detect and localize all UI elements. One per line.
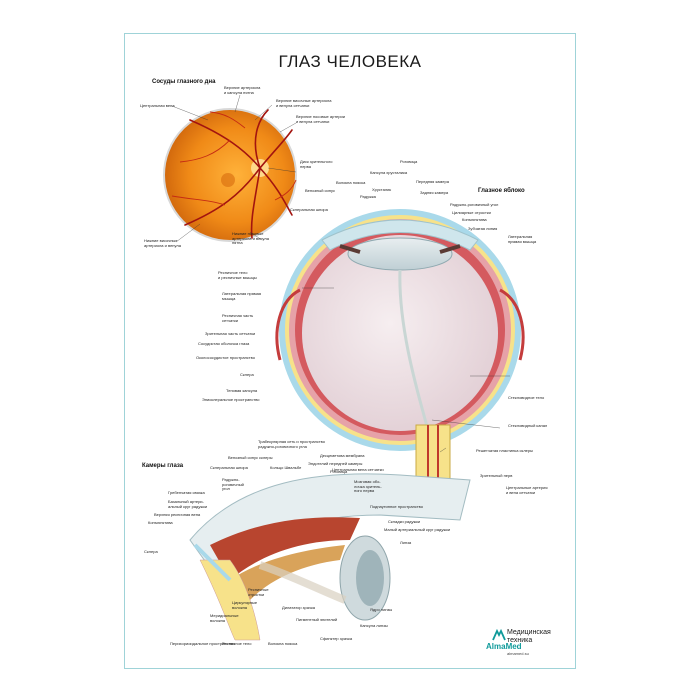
label-ciliary-retina: Ресничная часть сетчатки	[222, 313, 254, 323]
label-episcleral: Эписклеральное пространство	[202, 397, 260, 402]
label-schwalbe: Кольцо Швальбе	[270, 465, 302, 470]
label-upper-rectus-vein: Верхняя ресничная вена	[154, 512, 201, 517]
label-chamber-conjunctiva: Конъюнктива	[148, 520, 173, 525]
label-dilator: Дилататор зрачка	[282, 605, 316, 610]
chambers-illustration	[189, 473, 471, 641]
label-venous-sinus-sclera: Венозный синус склеры	[228, 455, 273, 460]
label-circular-fibers: Циркулярные волокна	[232, 600, 258, 610]
label-scleral-spur: Склеральная шпора	[290, 207, 328, 212]
label-dura: Мозговая обо- лочка зритель- ного нерва	[354, 479, 382, 494]
label-optic-retina: Зрительная часть сетчатки	[205, 331, 256, 336]
label-lens: Хрусталик	[372, 187, 392, 192]
label-descemet: Десцеметова мембрана	[320, 453, 365, 458]
label-basal-circle: Базальный артери- альный круг радужки	[168, 499, 208, 509]
brand-block: Медицинская техника AlmaMed almamed.su	[486, 629, 582, 659]
brand-line1: Медицинская	[507, 629, 551, 636]
label-chamber-ciliary-body: Ресничное тело	[222, 641, 252, 646]
label-anterior-chamber: Передняя камера	[416, 179, 449, 184]
almamed-logo-icon	[492, 629, 506, 641]
label-ora-serrata: Зубчатая линия	[468, 226, 498, 231]
label-lower-nasal: Нижние носовые артериола и венула пятна	[232, 231, 269, 246]
label-lower-temporal: Нижние височные артериола и венула	[144, 238, 181, 248]
label-upper-arteriole-macula: Верхние артериола и капсула пятна	[224, 85, 261, 95]
label-cornea: Роговица	[400, 159, 418, 164]
fundus-illustration	[163, 108, 297, 242]
label-endothelium: Эндотелий передней камеры	[308, 461, 363, 466]
poster-title: ГЛАЗ ЧЕЛОВЕКА	[278, 52, 422, 71]
label-central-artery-vein: Центральные артерия и вена сетчатки	[506, 485, 548, 495]
label-ciliary-processes: Цилиарные отростки	[452, 210, 491, 215]
eyeball-illustration	[275, 209, 525, 501]
label-sclera: Склера	[240, 372, 254, 377]
label-ciliary-body: Ресничное тело и ресничные мышцы	[218, 270, 257, 280]
label-chamber-lens: Линза	[400, 540, 412, 545]
label-lens-nucleus: Ядро линзы	[370, 607, 393, 612]
label-lamina-cribrosa: Решетчатая пластинка склеры	[476, 448, 533, 453]
label-choroid: Сосудистая оболочка глаза	[198, 341, 250, 346]
label-optic-disc: Диск зрительного нерва	[300, 159, 333, 169]
label-upper-nasal: Верхние носовые артерии и венула сетчатк…	[296, 114, 345, 124]
label-hyaloid-canal: Стекловидный канал	[508, 423, 548, 428]
section-fundus: Сосуды глазного дна	[152, 79, 216, 85]
brand-name: AlmaMed	[486, 642, 522, 651]
label-sphincter: Сфинктер зрачка	[320, 636, 353, 641]
section-eyeball: Глазное яблоко	[478, 188, 525, 194]
label-iris: Радужка	[360, 194, 376, 199]
label-conjunctiva: Конъюнктива	[462, 217, 487, 222]
label-zonule: Волокна пояска	[268, 641, 298, 646]
label-chamber-iridocorneal-angle: Радужно- роговичный угол	[222, 477, 244, 492]
label-pectinate: Гребенчатая связка	[168, 490, 205, 495]
label-meridional-fibers: Меридиальные волокна	[210, 613, 239, 623]
label-chamber-sclera: Склера	[144, 549, 158, 554]
label-minor-circle: Малый артериальный круг радужки	[384, 527, 451, 532]
label-chamber-ciliary-processes: Ресничные отростки	[248, 587, 269, 597]
label-optic-nerve: Зрительный нерв	[480, 473, 513, 478]
label-central-retinal-vein: Центральная вена сетчатки	[332, 467, 384, 472]
label-lateral-rectus-right: Латеральная прямая мышца	[508, 234, 537, 244]
label-pigment-epithelium: Пигментный эпителий	[296, 617, 338, 622]
label-iris-folds: Складки радужки	[388, 519, 421, 524]
label-vitreous: Стекловидное тело	[508, 395, 545, 400]
brand-line2: техника	[507, 637, 533, 644]
label-chamber-lens-capsule: Капсула линзы	[360, 623, 388, 628]
label-venous-sinus: Венозный синус	[305, 188, 335, 193]
section-chambers: Камеры глаза	[142, 463, 184, 469]
label-ciliary-girdle: Волокна пояска	[336, 180, 366, 185]
leader-lines	[171, 94, 510, 453]
label-subdural: Подпаутинное пространство	[370, 504, 423, 509]
label-upper-temporal: Верхние височные артериола и венула сетч…	[276, 98, 332, 108]
label-posterior-chamber: Задняя камера	[420, 190, 449, 195]
brand-url: almamed.su	[507, 651, 529, 656]
label-lens-capsule: Капсула хрусталика	[370, 170, 408, 175]
label-tenon: Теновая капсула	[226, 388, 258, 393]
label-iridocorneal-angle: Радужно-роговичный угол	[450, 202, 499, 207]
label-trabecular: Трабекулярная сеть и пространство радужн…	[258, 439, 325, 449]
label-perichoroidal: Околососудистое пространство	[196, 355, 255, 360]
label-chamber-scleral-spur: Склеральная шпора	[210, 465, 248, 470]
label-central-vein: Центральная вена	[140, 103, 175, 108]
label-chamber-perichoroidal: Перихориоидальное пространство	[170, 641, 235, 646]
label-lateral-rectus-left: Латеральная прямая мышца	[222, 291, 262, 301]
label-chamber-cornea: Роговица	[330, 469, 348, 474]
